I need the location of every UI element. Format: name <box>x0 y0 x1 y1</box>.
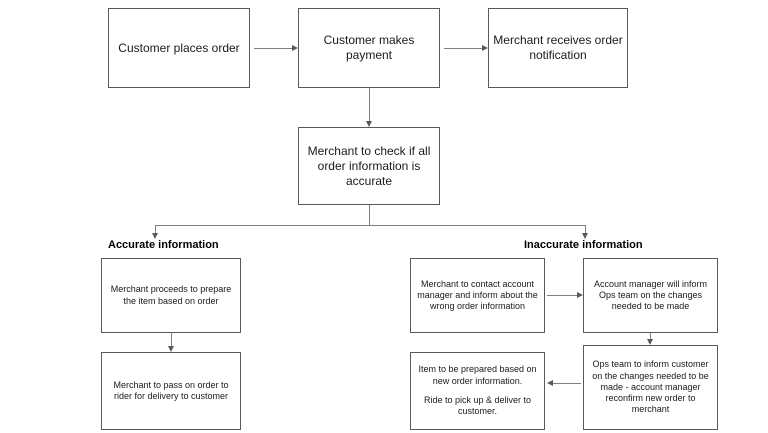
node-text: Customer makes payment <box>323 33 415 62</box>
branch-label-accurate-information: Accurate information <box>108 239 219 251</box>
node-text: Account manager will inform Ops team on … <box>593 278 708 312</box>
arrowhead-contact-to-account-manager <box>577 291 583 298</box>
node-text-line-2: Ride to pick up & deliver to customer. <box>423 395 532 417</box>
node-text: Merchant to check if all order informati… <box>307 143 431 188</box>
node-text-line-1: Item to be prepared based on new order i… <box>418 364 537 386</box>
node-merchant-contact-account-manager[interactable]: Merchant to contact account manager and … <box>410 258 545 333</box>
connector-account-manager-to-ops <box>650 333 651 339</box>
connector-payment-to-check <box>369 88 370 121</box>
arrowhead-payment-to-notification <box>482 44 488 51</box>
node-text: Merchant proceeds to prepare the item ba… <box>110 284 232 306</box>
node-ops-team-inform-customer[interactable]: Ops team to inform customer on the chang… <box>583 345 718 430</box>
arrowhead-accurate-branch <box>151 233 158 239</box>
node-text: Customer places order <box>118 40 240 55</box>
connector-split-right-drop <box>585 225 586 233</box>
node-account-manager-informs-ops[interactable]: Account manager will inform Ops team on … <box>583 258 718 333</box>
connector-prepare-to-rider <box>171 333 172 346</box>
arrowhead-ops-to-item-prepared <box>547 379 553 386</box>
arrowhead-inaccurate-branch <box>581 233 588 239</box>
node-text: Ops team to inform customer on the chang… <box>592 359 709 415</box>
node-text: Merchant to contact account manager and … <box>417 278 538 312</box>
node-customer-places-order[interactable]: Customer places order <box>108 8 250 88</box>
arrowhead-payment-to-check <box>365 121 372 127</box>
node-item-prepared-new-order[interactable]: Item to be prepared based on new order i… <box>410 352 545 430</box>
node-merchant-receives-order-notification[interactable]: Merchant receives order notification <box>488 8 628 88</box>
connector-split-left-drop <box>155 225 156 233</box>
node-merchant-pass-order-to-rider[interactable]: Merchant to pass on order to rider for d… <box>101 352 241 430</box>
node-customer-makes-payment[interactable]: Customer makes payment <box>298 8 440 88</box>
node-text: Merchant receives order notification <box>493 33 623 62</box>
arrowhead-order-to-payment <box>292 44 298 51</box>
connector-check-to-split <box>369 205 370 225</box>
connector-order-to-payment <box>254 48 292 49</box>
connector-contact-to-account-manager <box>547 295 577 296</box>
arrowhead-account-manager-to-ops <box>646 339 653 345</box>
connector-split-bar <box>155 225 586 226</box>
arrowhead-prepare-to-rider <box>167 346 174 352</box>
node-text: Merchant to pass on order to rider for d… <box>113 379 229 401</box>
node-merchant-to-check-order-info[interactable]: Merchant to check if all order informati… <box>298 127 440 205</box>
node-merchant-prepares-item[interactable]: Merchant proceeds to prepare the item ba… <box>101 258 241 333</box>
branch-label-inaccurate-information: Inaccurate information <box>524 239 643 251</box>
connector-payment-to-notification <box>444 48 482 49</box>
connector-ops-to-item-prepared <box>553 383 581 384</box>
